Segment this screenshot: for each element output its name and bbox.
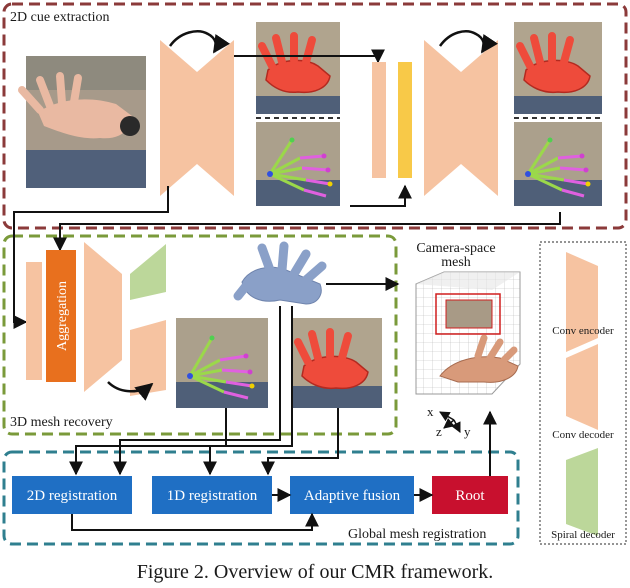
pose-image-1 — [256, 122, 340, 206]
global-registration-label: Global mesh registration — [348, 527, 486, 542]
registration-2d-block — [12, 476, 132, 514]
mesh-recovery-label: 3D mesh recovery — [10, 415, 113, 430]
camera-mesh-label-1: Camera-space — [416, 241, 495, 256]
arrow-2d-to-fusion — [71, 512, 319, 531]
input-hand-photo — [18, 56, 146, 188]
legend-box — [539, 241, 627, 545]
figure-caption: Figure 2. Overview of our CMR framework. — [137, 561, 494, 583]
legend-conv-encoder-shape — [566, 252, 598, 352]
conv-decoder-1 — [197, 40, 234, 196]
mesh-conv-encoder — [84, 242, 122, 392]
mesh-recovery-box — [2, 234, 398, 436]
mesh-spiral-decoder — [130, 244, 166, 300]
skip-arrow-2 — [438, 30, 499, 54]
arrow-silhouette-to-1d-reg — [261, 408, 339, 476]
arrow-mesh-to-1d-reg — [203, 306, 293, 476]
registration-2d-label: 2D registration — [27, 488, 118, 504]
mesh-skip-arrow — [107, 381, 154, 401]
silhouette-image-1 — [256, 22, 340, 114]
arrow-pose-to-concat — [350, 184, 412, 207]
axis-z-label: z — [436, 424, 442, 439]
conv-decoder-2 — [461, 40, 498, 196]
hand-mesh-3d — [233, 241, 327, 305]
registration-1d-block — [152, 476, 272, 514]
conv-encoder-1 — [160, 40, 197, 196]
root-block — [432, 476, 508, 514]
aggregation-block — [46, 250, 76, 382]
arrow-pose-to-2d-reg — [69, 408, 227, 476]
legend-conv-encoder-label: Conv encoder — [552, 325, 614, 337]
cue-extraction-box — [2, 2, 628, 230]
conv-encoder-2 — [424, 40, 461, 196]
axis-y-label: y — [464, 424, 471, 439]
legend-spiral-decoder-label: Spiral decoder — [551, 529, 615, 541]
axes-icon — [439, 411, 461, 433]
arrow-to-mesh-recovery-left — [13, 186, 169, 329]
aggregation-label: Aggregation — [55, 281, 70, 351]
feature-bar-peach — [372, 62, 386, 178]
pose-image-3 — [176, 318, 268, 408]
silhouette-image-3 — [292, 318, 382, 408]
root-label: Root — [455, 488, 485, 504]
feature-bar-yellow — [398, 62, 412, 178]
adaptive-fusion-block — [290, 476, 414, 514]
camera-space-mesh — [415, 271, 521, 395]
silhouette-image-2 — [514, 22, 602, 114]
mesh-feature-bar — [26, 262, 42, 380]
legend-conv-decoder-label: Conv decoder — [552, 429, 614, 441]
cue-extraction-label: 2D cue extraction — [10, 10, 110, 25]
arrow-to-concat — [234, 49, 385, 64]
camera-mesh-label-2: mesh — [441, 255, 471, 270]
mesh-conv-decoder — [130, 320, 166, 396]
legend-spiral-decoder-shape — [566, 448, 598, 536]
pose-image-2 — [514, 122, 602, 206]
global-registration-box — [2, 450, 520, 546]
axis-x-label: x — [427, 404, 434, 419]
arrow-to-aggregation — [53, 212, 561, 252]
legend-conv-decoder-shape — [566, 344, 598, 430]
adaptive-fusion-label: Adaptive fusion — [304, 488, 401, 504]
skip-arrow-1 — [168, 30, 231, 54]
arrow-mesh-to-2d-reg — [113, 306, 281, 476]
registration-1d-label: 1D registration — [167, 488, 258, 504]
